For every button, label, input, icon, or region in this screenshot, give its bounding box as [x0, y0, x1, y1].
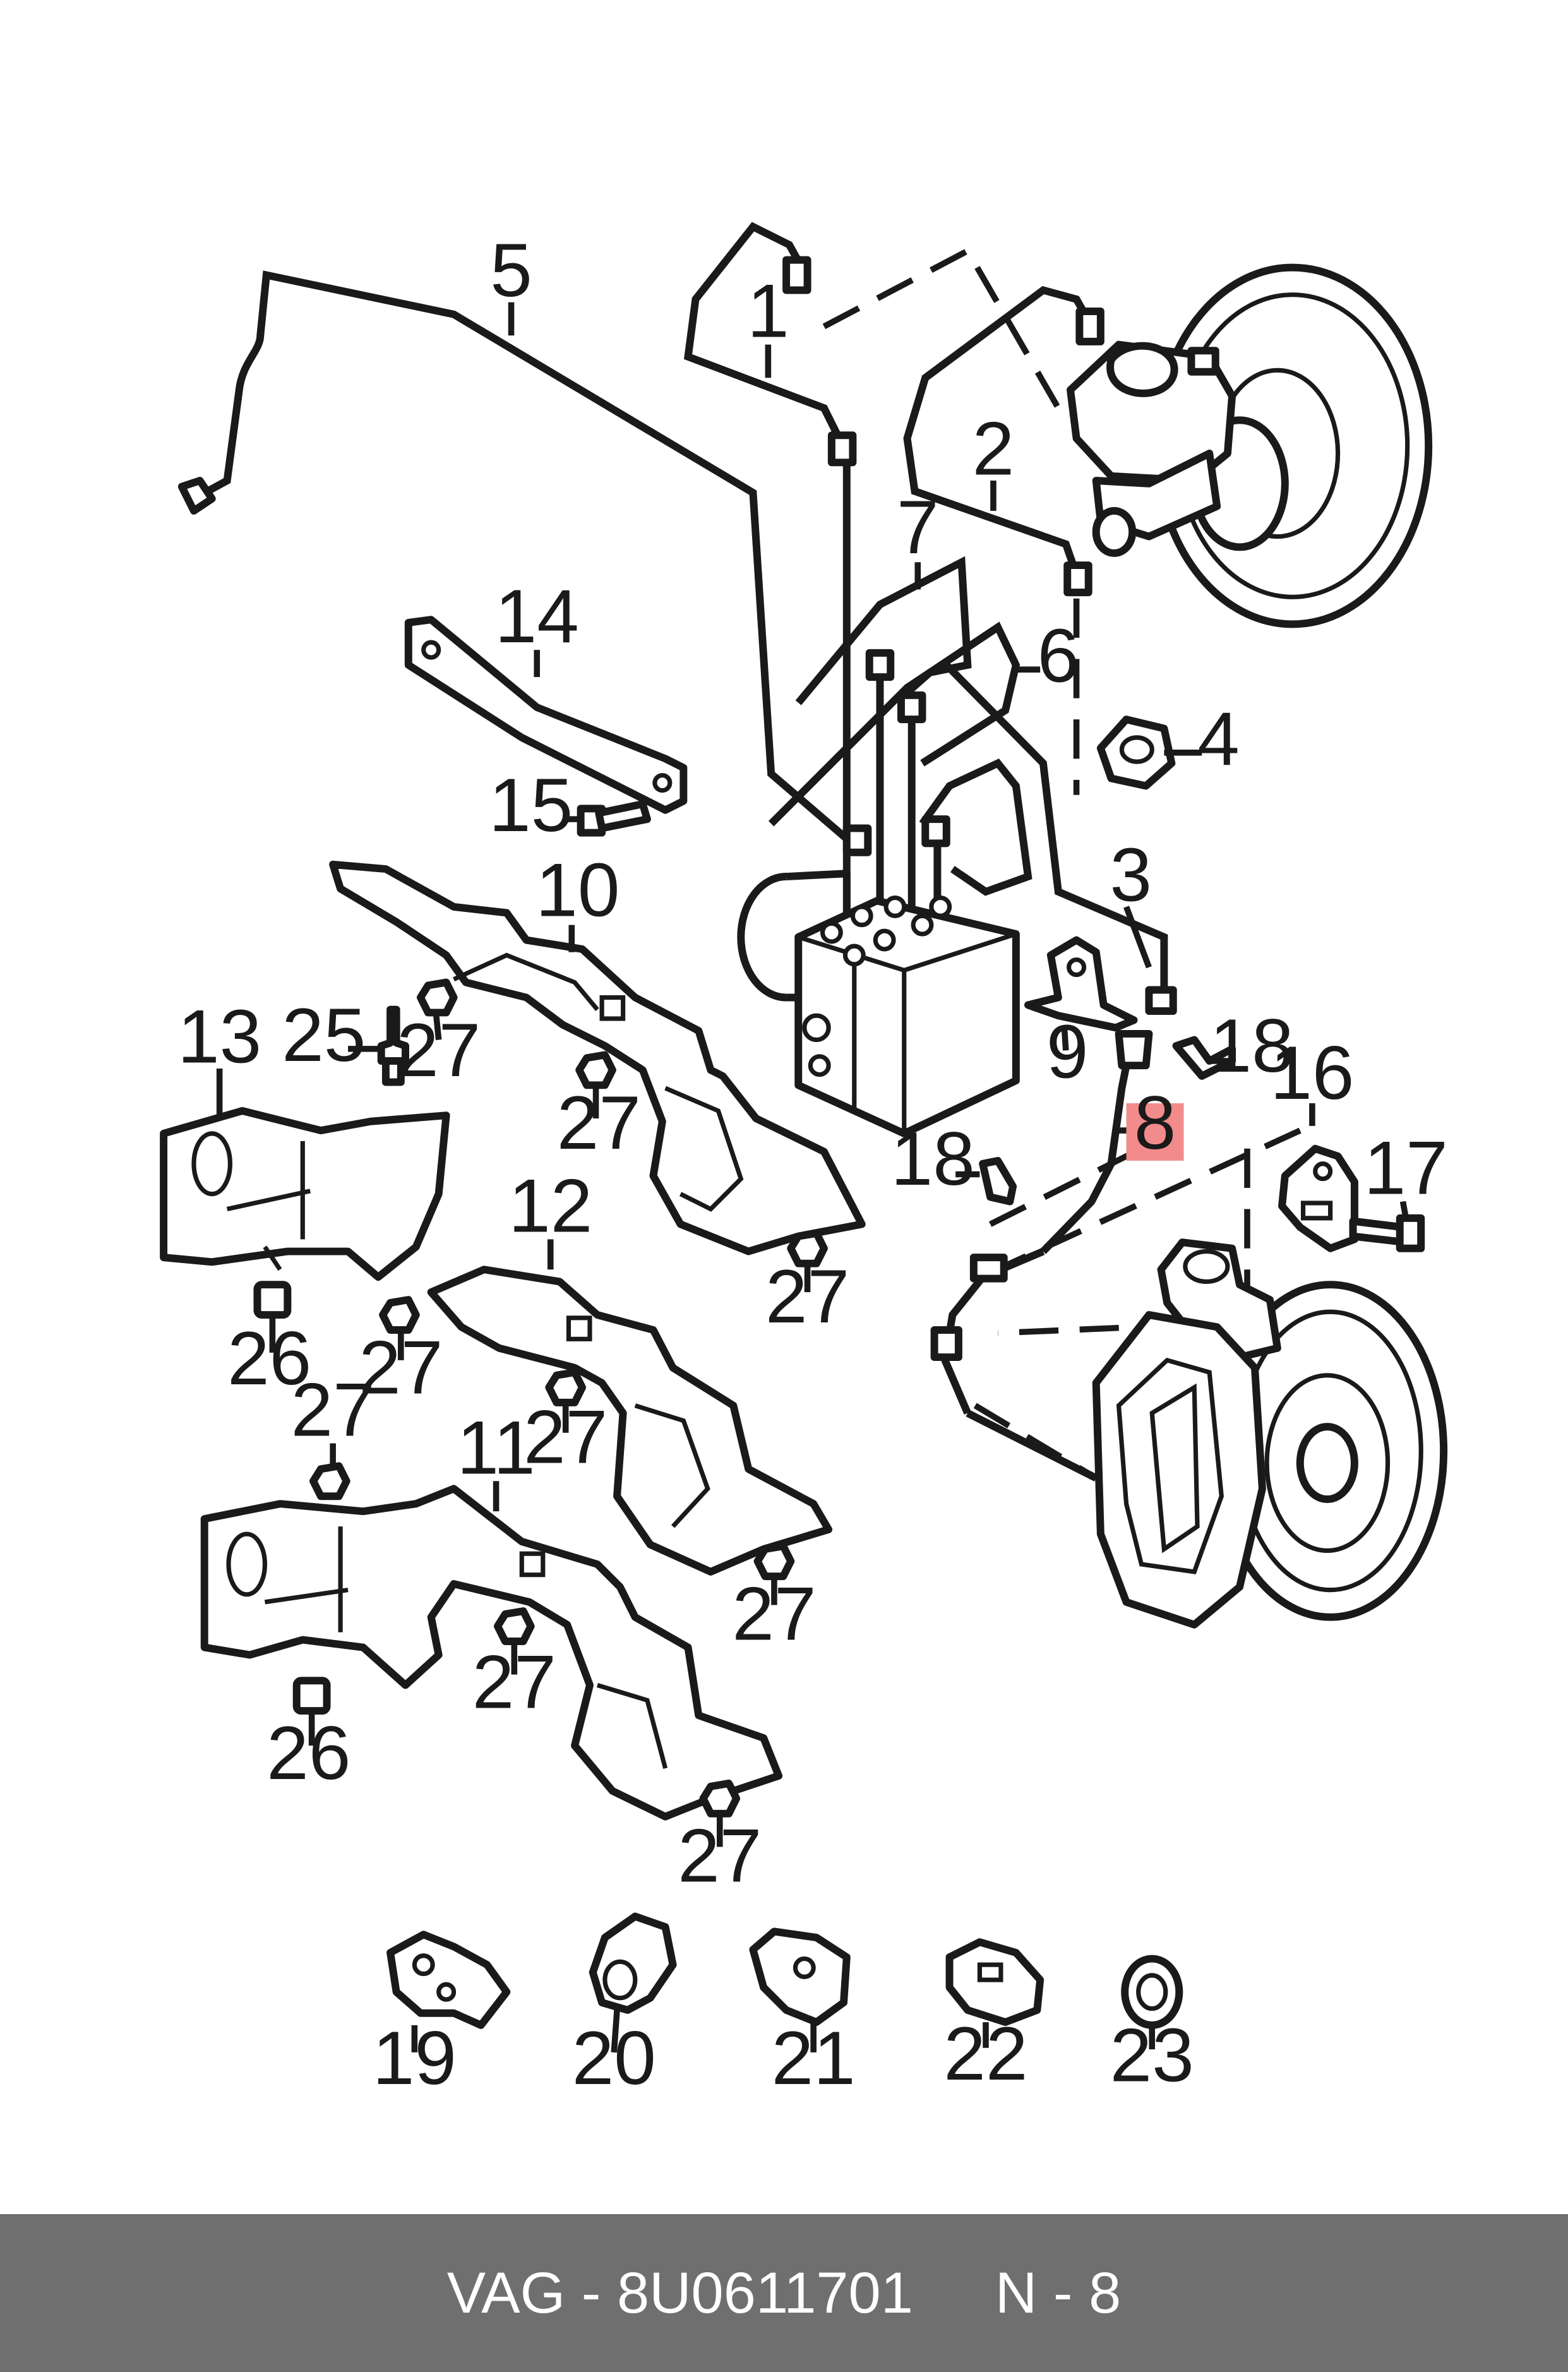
leader-lines	[822, 246, 1302, 1481]
callout-27-h: 27	[472, 1640, 556, 1724]
brake-pipe-5	[177, 270, 849, 842]
callout-1: 1	[747, 270, 789, 354]
brake-pipe-1	[683, 222, 857, 937]
bracket-13	[160, 1106, 450, 1281]
part-code: VAG - 8U0611701	[446, 2260, 913, 2325]
callout-14: 14	[495, 575, 579, 659]
callout-22: 22	[943, 2012, 1027, 2096]
callout-27-f: 27	[291, 1369, 375, 1453]
callout-15: 15	[489, 764, 573, 848]
abs-hydraulic-unit	[737, 870, 1020, 1137]
callout-labels: 8 1 2 3 4 5 6 7 9 10 11 12 13 14 15 16 1…	[177, 229, 1448, 2100]
brake-pipe-3	[943, 662, 1177, 1015]
callout-26-lower: 26	[266, 1711, 350, 1795]
callout-leaders	[216, 302, 1409, 2053]
callout-23: 23	[1110, 2013, 1194, 2097]
callout-17: 17	[1364, 1127, 1448, 1211]
callout-27-i: 27	[678, 1814, 762, 1898]
callout-9: 9	[1046, 1010, 1089, 1094]
bolt-17	[1349, 1214, 1425, 1252]
bolt-15	[577, 800, 651, 837]
brake-caliper	[1092, 1311, 1266, 1629]
callout-27-d: 27	[359, 1326, 443, 1410]
clip-21	[749, 1927, 851, 2027]
rubber-stop-26-upper	[253, 1281, 292, 1319]
bracket-9	[1024, 936, 1138, 1032]
support-bar-14	[404, 616, 688, 814]
callout-27-c: 27	[765, 1255, 849, 1339]
callout-18-upper: 18	[1210, 1004, 1294, 1088]
grommet-23	[1121, 1955, 1183, 2029]
callout-20: 20	[572, 2016, 656, 2100]
heat-shield-12	[427, 1266, 833, 1576]
clip-22	[945, 1938, 1044, 2027]
part-number-footer: VAG - 8U0611701 N - 8	[0, 2214, 1568, 2372]
callout-27-g: 27	[732, 1572, 816, 1656]
callout-19: 19	[373, 2016, 457, 2100]
callout-7: 7	[897, 486, 939, 570]
callout-21: 21	[772, 2016, 856, 2100]
callout-10: 10	[536, 848, 619, 932]
brake-pipe-2	[903, 285, 1104, 795]
bracket-11	[200, 1485, 783, 1821]
bolt-25	[377, 1005, 409, 1086]
callout-8-highlight	[1126, 1103, 1184, 1161]
callout-4: 4	[1197, 697, 1240, 781]
callout-18-lower: 18	[891, 1117, 975, 1201]
bracket-16	[1278, 1144, 1358, 1252]
clip-18-upper	[1172, 1036, 1236, 1080]
callout-2: 2	[973, 407, 1015, 491]
callout-25: 25	[282, 993, 366, 1077]
nuts-27	[309, 978, 828, 1818]
master-cylinder	[1067, 340, 1236, 557]
brake-pipe-7	[768, 556, 1020, 937]
callout-5: 5	[490, 229, 532, 313]
callout-27-b: 27	[557, 1081, 641, 1165]
callout-12: 12	[508, 1164, 592, 1248]
brake-hose-8	[930, 1029, 1153, 1482]
callout-27-a: 27	[397, 1009, 481, 1093]
diagram-position: N - 8	[995, 2260, 1122, 2325]
brake-system-exploded-diagram: 8 1 2 3 4 5 6 7 9 10 11 12 13 14 15 16 1…	[160, 222, 1448, 2100]
callout-8: 8	[1134, 1081, 1176, 1165]
callout-27-e: 27	[524, 1396, 607, 1480]
clip-20	[589, 1912, 677, 2014]
callout-26-upper: 26	[227, 1317, 311, 1401]
callout-3: 3	[1110, 833, 1152, 917]
callout-6: 6	[1038, 614, 1080, 698]
rubber-stop-26-lower	[292, 1677, 331, 1715]
clip-4	[1096, 716, 1176, 790]
brake-pipe-6	[842, 758, 1032, 907]
callout-11: 11	[457, 1406, 535, 1490]
clip-19	[386, 1931, 511, 2029]
clip-18-lower	[979, 1156, 1017, 1206]
callout-16: 16	[1270, 1031, 1354, 1115]
callout-13: 13	[177, 995, 261, 1079]
